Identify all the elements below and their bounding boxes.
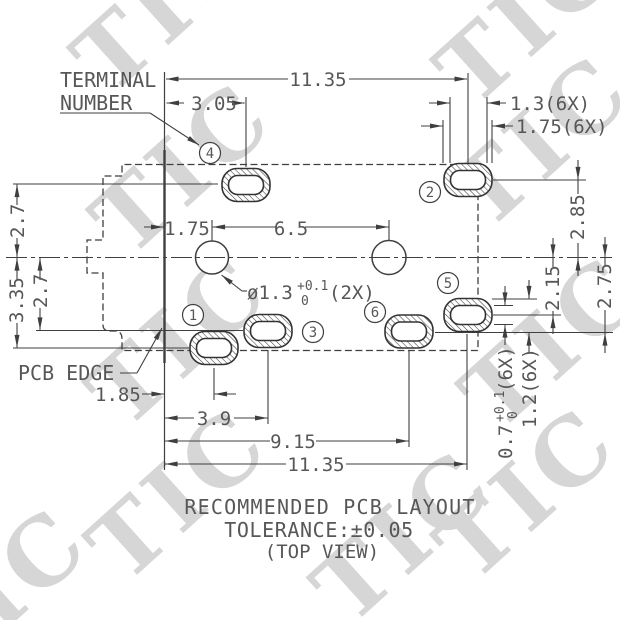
extension-lines (13, 73, 613, 470)
title-line2: TOLERANCE:±0.05 (224, 518, 414, 542)
dim-slot-width: 0.7 +0.1 0 (6X) (493, 346, 521, 459)
balloon-terminal-4 (198, 141, 222, 165)
dim-hole-dia-value: ø1.3 (247, 282, 293, 304)
dimension-lines (14, 76, 608, 467)
terminal-number-3: 3 (309, 325, 317, 341)
leader-lines (60, 112, 200, 374)
dim-hole1-x: 1.75 (164, 218, 210, 240)
dim-slot-width-value: 0.7 (495, 425, 517, 459)
dim-pad-width: 1.2(6X) (519, 348, 541, 428)
dim-terminal5-y: 2.15 (542, 265, 564, 311)
dim-pad-length: 1.75(6X) (516, 116, 608, 138)
dim-left-span: 3.35 (6, 277, 28, 323)
dim-terminal4-x: 3.05 (191, 93, 237, 115)
dim-slot-width-count: (6X) (495, 346, 517, 392)
terminal-number-2: 2 (426, 185, 434, 201)
pad-terminal-4 (221, 167, 271, 203)
dim-hole-dia-count: (2X) (329, 282, 375, 304)
pads (189, 162, 493, 366)
balloon-terminal-3 (301, 320, 325, 344)
label-terminal-line2: NUMBER (60, 91, 133, 115)
dim-terminal3-x: 3.9 (197, 408, 231, 430)
balloon-terminal-5 (436, 271, 460, 295)
dim-terminal1-x: 1.85 (95, 384, 141, 406)
pad-terminal-5 (443, 297, 493, 333)
title-block: RECOMMENDED PCB LAYOUT TOLERANCE:±0.05 (… (184, 495, 475, 563)
terminal-number-5: 5 (444, 276, 452, 292)
terminal-numbers: 4 2 1 3 6 5 (189, 146, 452, 341)
dim-bottom-width: 11.35 (287, 454, 344, 476)
terminal-balloons (181, 141, 460, 344)
dim-terminal6-y: 2.75 (594, 263, 616, 309)
dim-hole-dia-tol-upper: +0.1 (297, 279, 328, 294)
pad-terminal-1 (189, 330, 239, 366)
title-line3: (TOP VIEW) (265, 541, 379, 563)
terminal-number-6: 6 (371, 305, 379, 321)
dim-terminal4-y: 2.7 (7, 204, 29, 238)
dim-hole-pitch: 6.5 (274, 218, 308, 240)
pad-terminal-2 (443, 162, 493, 198)
terminal-number-1: 1 (189, 308, 197, 324)
title-line1: RECOMMENDED PCB LAYOUT (184, 495, 475, 519)
dim-top-width: 11.35 (289, 69, 346, 91)
terminal-number-4: 4 (206, 146, 214, 162)
label-terminal-line1: TERMINAL (60, 68, 156, 92)
label-pcb-edge: PCB EDGE (18, 361, 114, 385)
dim-terminal6-x: 9.15 (270, 431, 316, 453)
dim-terminal2-y: 2.85 (567, 194, 589, 240)
dim-slot-width-tol-upper: +0.1 (493, 391, 508, 422)
pad-terminal-6 (384, 314, 434, 349)
dim-terminal3-y: 2.7 (30, 274, 52, 308)
dim-hole-dia-tol-lower: 0 (301, 294, 309, 309)
dim-slot-length: 1.3(6X) (510, 93, 590, 115)
balloon-terminal-1 (181, 303, 205, 327)
balloon-terminal-2 (418, 180, 442, 204)
balloon-terminal-6 (363, 300, 387, 324)
component-outline (86, 163, 479, 352)
dim-slot-width-tol-lower: 0 (506, 411, 521, 419)
dim-hole-dia: ø1.3 +0.1 0 (2X) (247, 279, 375, 309)
pad-terminal-3 (243, 313, 293, 349)
